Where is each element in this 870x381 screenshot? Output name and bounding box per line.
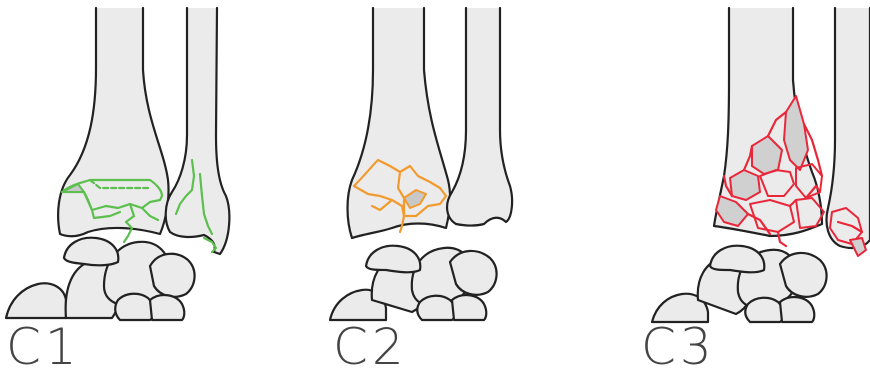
panel-label-c1: C1	[6, 322, 81, 372]
panel-label-c3: C3	[641, 322, 716, 372]
c2-ulna	[447, 8, 512, 226]
c2-carpal-bones	[330, 246, 497, 320]
panel-label-c2: C2	[333, 322, 408, 372]
panel-c2-illustration	[330, 8, 512, 320]
c1-ulna	[166, 8, 230, 254]
panel-c3-illustration	[652, 8, 870, 322]
c1-carpal-bones	[6, 238, 195, 320]
panel-c1-illustration	[6, 8, 229, 320]
c3-carpal-bones	[652, 246, 827, 322]
